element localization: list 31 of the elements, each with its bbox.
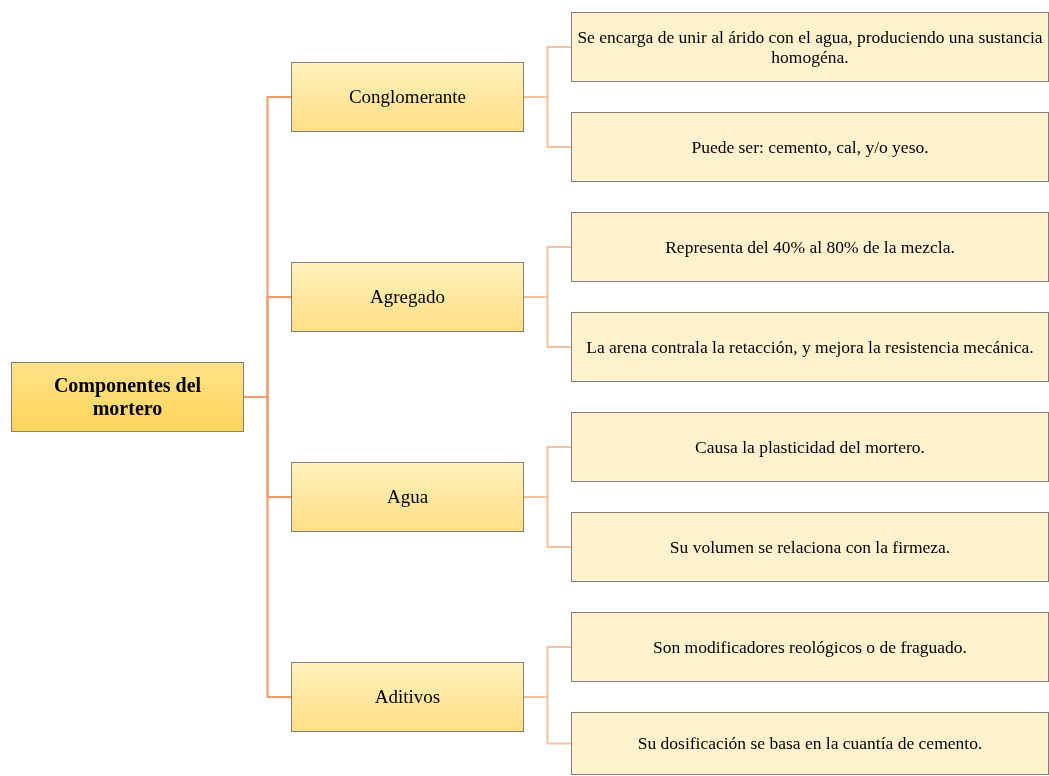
category-box (291, 62, 524, 132)
node-text: Representa del 40% al 80% de la mezcla. (665, 236, 955, 258)
node-text: Causa la plasticidad del mortero. (695, 436, 925, 458)
node-text: Componentes del mortero (52, 374, 203, 420)
node-text: Conglomerante (348, 86, 467, 108)
node-text: Aditivos (374, 686, 441, 708)
description-box (571, 612, 1049, 682)
category-box (291, 462, 524, 532)
node-text: Se encarga de unir al árido con el agua, produciendo una sustancia homogéna. (576, 26, 1044, 68)
category-box (291, 262, 524, 332)
node-text: Puede ser: cemento, cal, y/o yeso. (691, 136, 929, 158)
description-box (571, 312, 1049, 382)
connector-line (243, 396, 292, 698)
node-text: Agregado (370, 286, 445, 308)
connector-line (523, 296, 572, 348)
connector-line (523, 96, 572, 148)
description-box (571, 212, 1049, 282)
node-text: Agua (386, 486, 429, 508)
root-box (11, 362, 244, 432)
connector-line (523, 696, 572, 745)
node-text: Su volumen se relaciona con la firmeza. (669, 536, 951, 558)
description-box (571, 712, 1049, 775)
node-text: Su dosificación se basa en la cuantía de cemento. (637, 733, 983, 754)
description-box (571, 512, 1049, 582)
description-box (571, 412, 1049, 482)
description-box (571, 112, 1049, 182)
description-box (571, 12, 1049, 82)
category-box (291, 662, 524, 732)
connector-line (523, 496, 572, 548)
node-text: La arena contrala la retacción, y mejora la resistencia mecánica. (586, 336, 1034, 358)
node-text: Son modificadores reológicos o de fraguado. (653, 636, 967, 658)
